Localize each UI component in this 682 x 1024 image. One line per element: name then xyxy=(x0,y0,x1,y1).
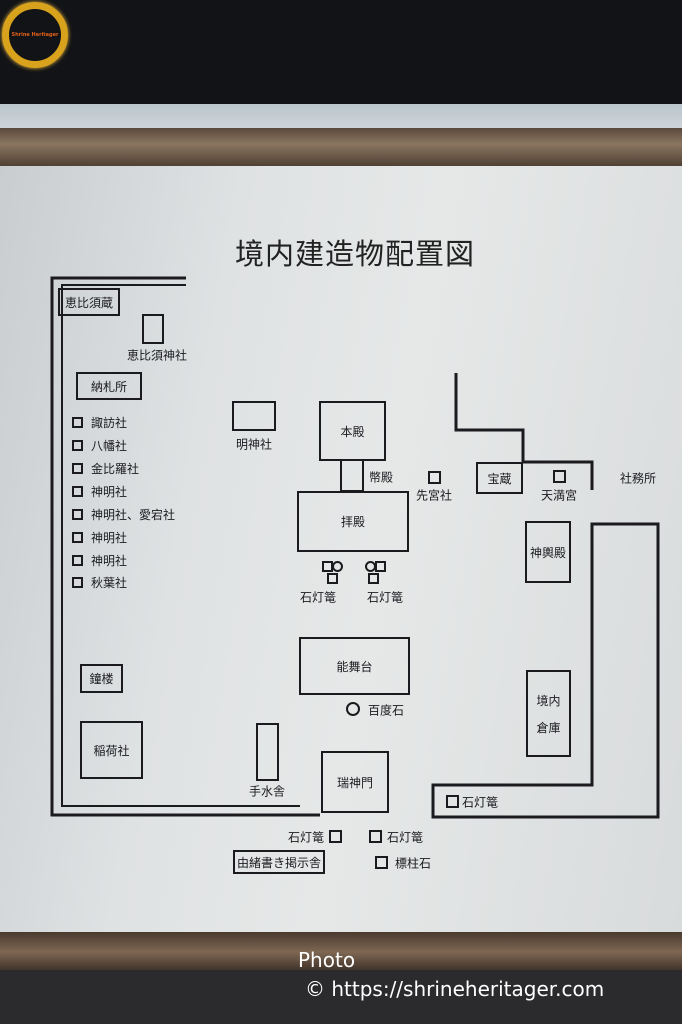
ebisugura-label: 恵比須蔵 xyxy=(64,295,113,310)
sub-shrine-item: 秋葉社 xyxy=(72,574,127,591)
tenmangu-marker xyxy=(553,470,566,483)
lantern-label: 石灯篭 xyxy=(386,830,424,845)
sub-shrine-item: 神明社、愛宕社 xyxy=(72,506,175,523)
sakimiyasha-marker xyxy=(428,471,441,484)
shamusho-outline xyxy=(431,522,660,819)
shourou-box: 鐘楼 xyxy=(80,664,123,693)
ground xyxy=(0,970,682,1024)
shourou-label: 鐘楼 xyxy=(89,672,114,686)
sky-strip xyxy=(0,104,682,132)
houzou-label: 宝蔵 xyxy=(487,471,512,486)
lantern-label: 石灯篭 xyxy=(299,590,337,605)
shrine-marker xyxy=(72,532,83,543)
sub-shrine-label: 神明社 xyxy=(91,531,128,545)
shrine-marker xyxy=(72,486,83,497)
shrine-marker xyxy=(72,577,83,588)
sub-shrine-label: 諏訪社 xyxy=(91,416,128,430)
myojinsha-label: 明神社 xyxy=(235,437,273,452)
inarisha-box: 稲荷社 xyxy=(80,721,143,779)
temizuya-label: 手水舎 xyxy=(248,784,286,799)
lantern-label: 石灯篭 xyxy=(366,590,404,605)
hyakudoishi-marker xyxy=(346,702,360,716)
sub-shrine-item: 諏訪社 xyxy=(72,414,127,431)
lantern-marker xyxy=(446,795,459,808)
sub-shrine-item: 神明社 xyxy=(72,529,127,546)
sub-shrine-item: 神明社 xyxy=(72,483,127,500)
haiden-connector xyxy=(340,459,364,492)
zuishinmon-label: 瑞神門 xyxy=(336,775,373,790)
sub-shrine-label: 八幡社 xyxy=(91,439,128,453)
sign-frame-bottom xyxy=(0,932,682,972)
tenmangu-label: 天満宮 xyxy=(540,488,578,503)
logo-text: Shrine Heritager xyxy=(11,32,59,38)
shrine-marker xyxy=(72,417,83,428)
honden-label: 本殿 xyxy=(340,424,365,439)
shrine-marker xyxy=(72,555,83,566)
sub-shrine-label: 神明社、愛宕社 xyxy=(91,508,176,522)
sub-shrine-label: 神明社 xyxy=(91,485,128,499)
watermark-url: © https://shrineheritager.com xyxy=(305,977,605,1001)
honden-box: 本殿 xyxy=(319,401,386,461)
hyouchuseki-marker xyxy=(375,856,388,869)
outer-wall-line xyxy=(50,276,320,817)
lantern-marker xyxy=(329,830,342,843)
lantern-marker xyxy=(332,561,343,572)
keidai-souko-label-2: 倉庫 xyxy=(536,720,561,735)
lantern-marker xyxy=(327,573,338,584)
logo: Shrine Heritager xyxy=(2,2,68,68)
lantern-label: 石灯篭 xyxy=(461,795,499,810)
keidai-souko-box: 境内倉庫 xyxy=(526,670,571,757)
ebisu-jinja-label: 恵比須神社 xyxy=(126,348,188,363)
keidai-souko-label-1: 境内 xyxy=(536,693,561,708)
lantern-marker xyxy=(369,830,382,843)
sub-shrine-item: 金比羅社 xyxy=(72,460,139,477)
yuisho-box: 由緒書き掲示舎 xyxy=(233,850,325,874)
lantern-label: 石灯篭 xyxy=(287,830,325,845)
sakimiyasha-label: 先宮社 xyxy=(415,488,453,503)
inarisha-label: 稲荷社 xyxy=(93,743,130,758)
haiden-box: 拝殿 xyxy=(297,491,409,552)
shamusho-label: 社務所 xyxy=(619,471,657,486)
sub-shrine-label: 神明社 xyxy=(91,554,128,568)
nousatsusho-box: 納札所 xyxy=(76,372,142,400)
shrine-marker xyxy=(72,463,83,474)
nousatsusho-label: 納札所 xyxy=(90,379,127,394)
dark-background-top xyxy=(0,0,682,108)
watermark-photo: Photo xyxy=(298,948,356,972)
sub-shrine-label: 秋葉社 xyxy=(91,576,128,590)
noubutai-box: 能舞台 xyxy=(299,637,410,695)
shrine-marker xyxy=(72,440,83,451)
shrine-marker xyxy=(72,509,83,520)
right-boundary-line xyxy=(454,373,594,490)
lantern-marker xyxy=(375,561,386,572)
lantern-marker xyxy=(368,573,379,584)
ebisugura-box: 恵比須蔵 xyxy=(58,288,120,316)
hyouchuseki-label: 標柱石 xyxy=(394,856,432,871)
hyakudoishi-label: 百度石 xyxy=(367,703,405,718)
yuisho-label: 由緒書き掲示舎 xyxy=(236,855,321,870)
sign-frame-top xyxy=(0,128,682,168)
sub-shrine-item: 神明社 xyxy=(72,552,127,569)
mikoshiden-label: 神輿殿 xyxy=(529,545,566,560)
heiden-label: 幣殿 xyxy=(368,470,394,485)
mikoshiden-box: 神輿殿 xyxy=(525,521,571,583)
temizuya-box xyxy=(256,723,279,781)
sub-shrine-label: 金比羅社 xyxy=(91,462,140,476)
houzou-box: 宝蔵 xyxy=(476,462,523,494)
haiden-label: 拝殿 xyxy=(340,515,365,529)
ebisu-jinja-box xyxy=(142,314,164,344)
map-title: 境内建造物配置図 xyxy=(234,237,476,271)
inner-wall-line xyxy=(61,284,300,807)
noubutai-label: 能舞台 xyxy=(336,659,373,674)
sub-shrine-item: 八幡社 xyxy=(72,437,127,454)
zuishinmon-box: 瑞神門 xyxy=(321,751,389,813)
myojinsha-box xyxy=(232,401,276,431)
